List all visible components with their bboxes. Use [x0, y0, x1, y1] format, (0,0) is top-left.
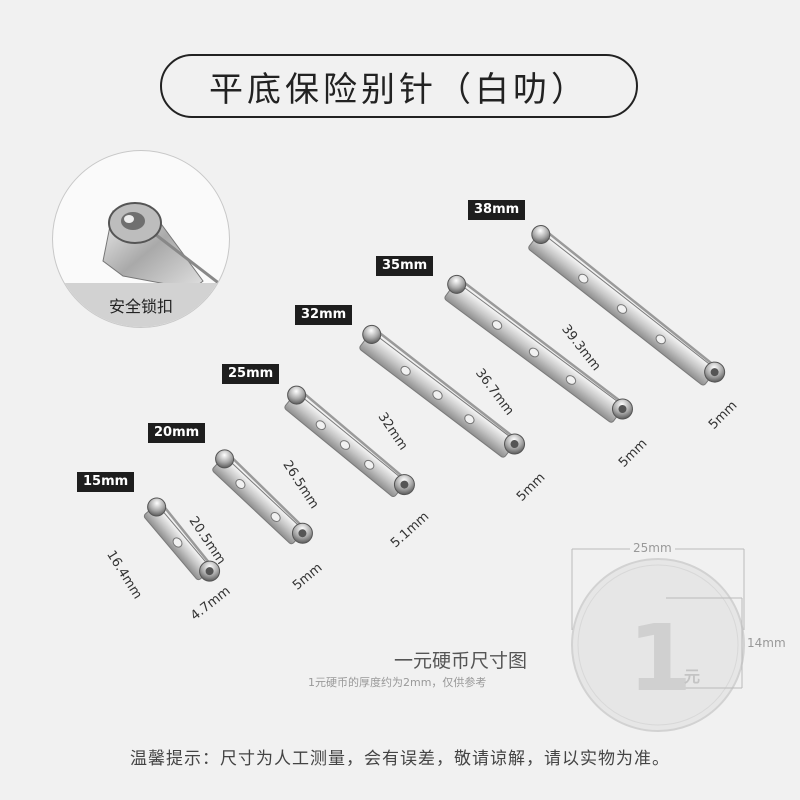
coin-title: 一元硬币尺寸图: [394, 650, 528, 672]
size-tag-20mm: 20mm: [148, 423, 206, 443]
coin-face-digit: 1: [628, 605, 692, 712]
safety-pin-3: [284, 385, 415, 498]
safety-lock-inset: 安全锁扣: [52, 150, 230, 328]
size-tag-32mm: 32mm: [295, 305, 353, 325]
safety-pin-6: [528, 225, 726, 386]
coin-height-label: 14mm: [747, 636, 786, 650]
size-tag-38mm: 38mm: [468, 200, 526, 220]
size-tag-15mm: 15mm: [77, 472, 135, 492]
page-title: 平底保险别针（白叻）: [160, 54, 638, 118]
size-tag-35mm: 35mm: [376, 256, 434, 276]
safety-pin-5: [444, 274, 633, 423]
inset-label: 安全锁扣: [53, 283, 229, 327]
safety-pin-1: [143, 497, 221, 582]
safety-lock-closeup-icon: [102, 202, 229, 293]
coin-diameter-label: 25mm: [630, 541, 675, 555]
footer-notice: 温馨提示：尺寸为人工测量，会有误差，敬请谅解，请以实物为准。: [130, 749, 670, 769]
size-tag-25mm: 25mm: [222, 364, 280, 384]
coin-face-char: 元: [684, 667, 700, 686]
safety-pin-4: [359, 324, 526, 458]
safety-pin-2: [212, 449, 313, 545]
coin-note: 1元硬币的厚度约为2mm，仅供参考: [308, 676, 487, 689]
